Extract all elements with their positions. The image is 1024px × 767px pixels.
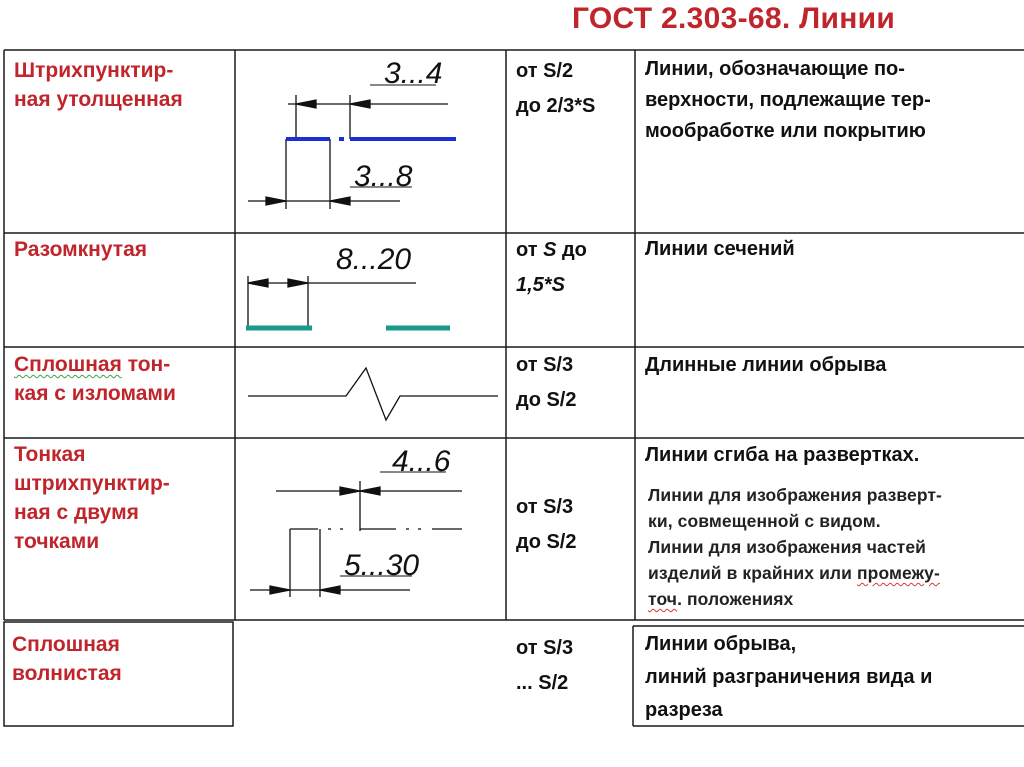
row2-thickness: от S до 1,5*S [516, 239, 587, 296]
row5-thickness: от S/3 ... S/2 [516, 637, 574, 694]
row2-usage: Линии сечений [645, 238, 795, 260]
row4-name: Тонкая штрихпунктир- ная с двумя точками [14, 443, 170, 553]
row1-name: Штрихпунктир- ная утолщенная [14, 59, 183, 111]
row5-usage: Линии обрыва, линий разграничения вида и… [645, 633, 933, 721]
row1-diagram: 3...4 3...8 [248, 57, 456, 209]
row4-usage: Линии сгиба на развертках. [645, 444, 920, 466]
row3-usage: Длинные линии обрыва [645, 354, 887, 376]
row4-dim-bottom: 5...30 [344, 549, 419, 582]
row3-name: Сплошная тон- кая с изломами [14, 353, 176, 405]
row4-diagram: 4...6 5...30 [250, 445, 462, 597]
row2-dim-top: 8...20 [336, 243, 411, 276]
row1-thickness: от S/2 до 2/3*S [516, 60, 596, 117]
row1-dim-top: 3...4 [384, 57, 442, 90]
row1-usage: Линии, обозначающие по- верхности, подле… [645, 58, 931, 142]
row4-usage-line3: Линии для изображения частей изделий в к… [648, 537, 940, 609]
row3-thickness: от S/3 до S/2 [516, 354, 577, 411]
row4-thickness: от S/3 до S/2 [516, 496, 577, 553]
page-title: ГОСТ 2.303-68. Линии [572, 2, 896, 35]
row2-name: Разомкнутая [14, 238, 148, 261]
row2-diagram: 8...20 [246, 243, 450, 331]
row3-diagram [248, 366, 498, 422]
row4-usage-line2: Линии для изображения разверт- ки, совме… [648, 485, 942, 531]
row1-dim-bottom: 3...8 [354, 160, 413, 193]
row4-dim-top: 4...6 [392, 445, 451, 478]
row5-name: Сплошная волнистая [12, 633, 122, 685]
